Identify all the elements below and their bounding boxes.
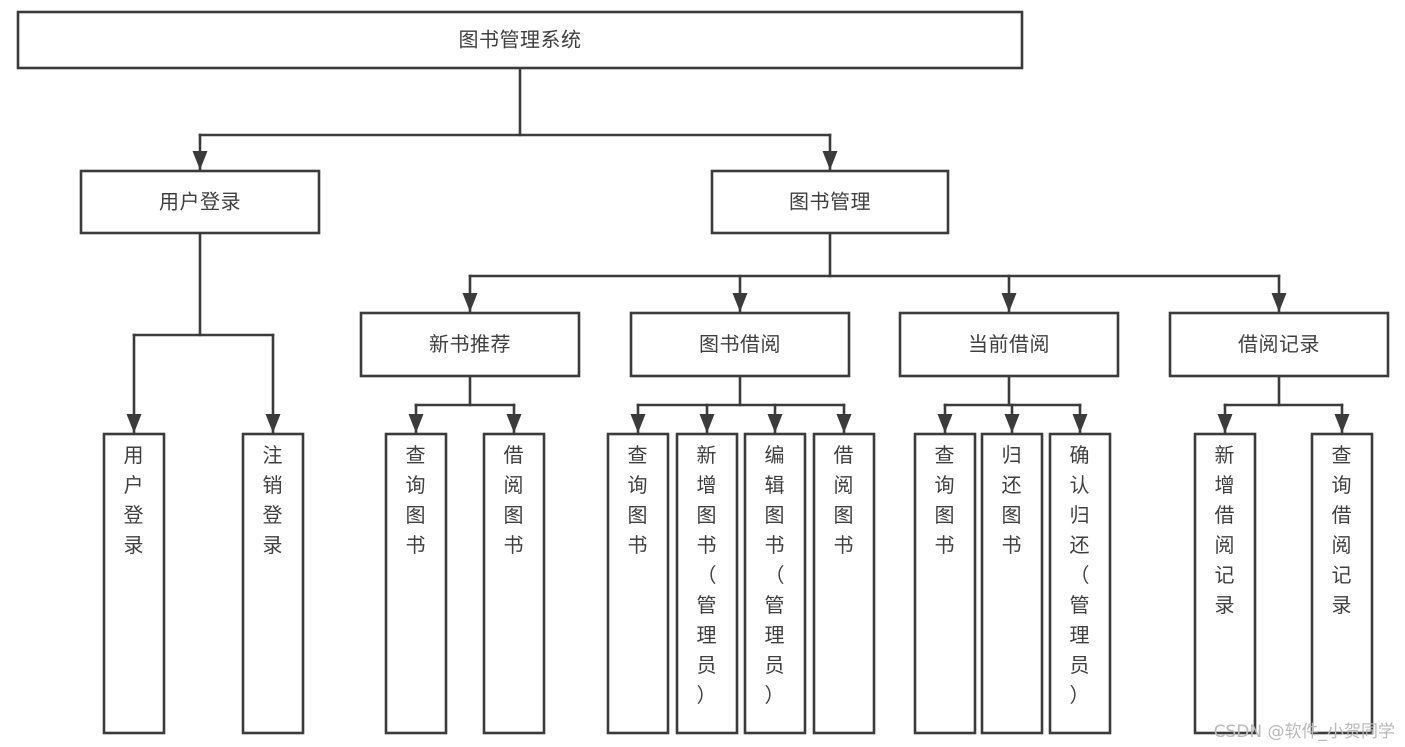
- node-label-leaf-confirm-return: 确认归还（管理员）: [1070, 443, 1091, 707]
- node-leaf-logout[interactable]: 注销登录: [241, 432, 305, 735]
- node-label-borrow-record: 借阅记录: [1238, 332, 1320, 356]
- connector-book-borrow-bus: [636, 374, 846, 435]
- node-leaf-edit-book[interactable]: 编辑图书（管理员）: [743, 432, 807, 735]
- node-label-leaf-query-book-borrow: 查询图书: [628, 443, 649, 557]
- node-box-leaf-borrow-book-rec[interactable]: [482, 432, 546, 735]
- node-label-leaf-borrow-book-rec: 借阅图书: [504, 443, 525, 557]
- node-label-leaf-user-login: 用户登录: [124, 443, 145, 557]
- arrow-head-icon: [192, 151, 208, 170]
- node-box-borrow-record[interactable]: [1168, 311, 1390, 378]
- node-box-user-login[interactable]: [79, 169, 321, 235]
- node-box-leaf-confirm-return[interactable]: [1048, 432, 1112, 735]
- arrow-head-icon: [1271, 293, 1287, 312]
- node-box-new-book-recommend[interactable]: [359, 311, 581, 378]
- node-box-leaf-add-borrow-record[interactable]: [1193, 432, 1257, 735]
- arrow-head-icon: [462, 293, 478, 312]
- node-leaf-confirm-return[interactable]: 确认归还（管理员）: [1048, 432, 1112, 735]
- node-box-leaf-query-book-rec[interactable]: [384, 432, 448, 735]
- node-book-manage[interactable]: 图书管理: [710, 169, 950, 235]
- arrow-head-icon: [767, 414, 783, 433]
- node-box-leaf-add-book[interactable]: [675, 432, 739, 735]
- node-leaf-borrow-book[interactable]: 借阅图书: [812, 432, 876, 735]
- node-label-leaf-query-book-current: 查询图书: [935, 443, 956, 557]
- node-box-leaf-query-book-borrow[interactable]: [606, 432, 670, 735]
- arrow-head-icon: [1004, 414, 1020, 433]
- node-label-leaf-query-borrow-record: 查询借阅记录: [1332, 443, 1353, 617]
- node-leaf-query-book-current[interactable]: 查询图书: [913, 432, 977, 735]
- arrow-head-icon: [699, 414, 715, 433]
- arrow-head-icon: [836, 414, 852, 433]
- node-leaf-add-borrow-record[interactable]: 新增借阅记录: [1193, 432, 1257, 735]
- connector-book-manage-bus: [468, 231, 1281, 314]
- node-new-book-recommend[interactable]: 新书推荐: [359, 311, 581, 378]
- node-user-login[interactable]: 用户登录: [79, 169, 321, 235]
- node-root[interactable]: 图书管理系统: [16, 10, 1024, 70]
- connector-root-bus: [198, 66, 832, 172]
- arrow-head-icon: [265, 414, 281, 433]
- node-leaf-borrow-book-rec[interactable]: 借阅图书: [482, 432, 546, 735]
- node-box-leaf-query-borrow-record[interactable]: [1310, 432, 1374, 735]
- node-box-leaf-edit-book[interactable]: [743, 432, 807, 735]
- node-leaf-query-borrow-record[interactable]: 查询借阅记录: [1310, 432, 1374, 735]
- node-leaf-add-book[interactable]: 新增图书（管理员）: [675, 432, 739, 735]
- node-label-book-borrow: 图书借阅: [699, 332, 781, 356]
- node-label-leaf-logout: 注销登录: [263, 443, 284, 557]
- node-label-leaf-add-book: 新增图书（管理员）: [697, 443, 718, 707]
- node-label-user-login: 用户登录: [159, 190, 241, 214]
- node-leaf-query-book-rec[interactable]: 查询图书: [384, 432, 448, 735]
- node-layer: 图书管理系统用户登录图书管理新书推荐图书借阅当前借阅借阅记录用户登录注销登录查询…: [16, 10, 1390, 735]
- node-borrow-record[interactable]: 借阅记录: [1168, 311, 1390, 378]
- node-label-root: 图书管理系统: [459, 28, 582, 52]
- node-box-leaf-query-book-current[interactable]: [913, 432, 977, 735]
- connector-new-book-bus: [414, 374, 516, 435]
- connector-borrow-record-bus: [1223, 374, 1344, 435]
- node-label-leaf-query-book-rec: 查询图书: [406, 443, 427, 557]
- arrow-head-icon: [506, 414, 522, 433]
- node-box-leaf-logout[interactable]: [241, 432, 305, 735]
- arrow-head-icon: [1334, 414, 1350, 433]
- node-label-leaf-borrow-book: 借阅图书: [834, 443, 855, 557]
- node-box-book-manage[interactable]: [710, 169, 950, 235]
- node-book-borrow[interactable]: 图书借阅: [629, 311, 851, 378]
- node-leaf-user-login[interactable]: 用户登录: [102, 432, 166, 735]
- node-label-leaf-return-book: 归还图书: [1002, 443, 1023, 557]
- arrow-head-icon: [126, 414, 142, 433]
- node-box-current-borrow[interactable]: [898, 311, 1120, 378]
- node-box-leaf-return-book[interactable]: [980, 432, 1044, 735]
- arrow-head-icon: [1001, 293, 1017, 312]
- node-current-borrow[interactable]: 当前借阅: [898, 311, 1120, 378]
- node-label-current-borrow: 当前借阅: [968, 332, 1050, 356]
- node-box-book-borrow[interactable]: [629, 311, 851, 378]
- node-leaf-query-book-borrow[interactable]: 查询图书: [606, 432, 670, 735]
- node-box-leaf-user-login[interactable]: [102, 432, 166, 735]
- arrow-head-icon: [732, 293, 748, 312]
- arrow-head-icon: [630, 414, 646, 433]
- csdn-watermark: CSDN @软件_小贺同学: [1213, 722, 1395, 742]
- node-label-new-book-recommend: 新书推荐: [429, 332, 511, 356]
- arrow-head-icon: [822, 151, 838, 170]
- node-label-book-manage: 图书管理: [789, 190, 871, 214]
- connector-user-login-bus: [132, 231, 275, 435]
- node-box-root[interactable]: [16, 10, 1024, 70]
- connector-layer: [126, 66, 1350, 435]
- arrow-head-icon: [1217, 414, 1233, 433]
- arrow-head-icon: [937, 414, 953, 433]
- arrow-head-icon: [408, 414, 424, 433]
- node-label-leaf-edit-book: 编辑图书（管理员）: [765, 443, 786, 707]
- node-box-leaf-borrow-book[interactable]: [812, 432, 876, 735]
- node-leaf-return-book[interactable]: 归还图书: [980, 432, 1044, 735]
- arrow-head-icon: [1072, 414, 1088, 433]
- node-label-leaf-add-borrow-record: 新增借阅记录: [1215, 443, 1236, 617]
